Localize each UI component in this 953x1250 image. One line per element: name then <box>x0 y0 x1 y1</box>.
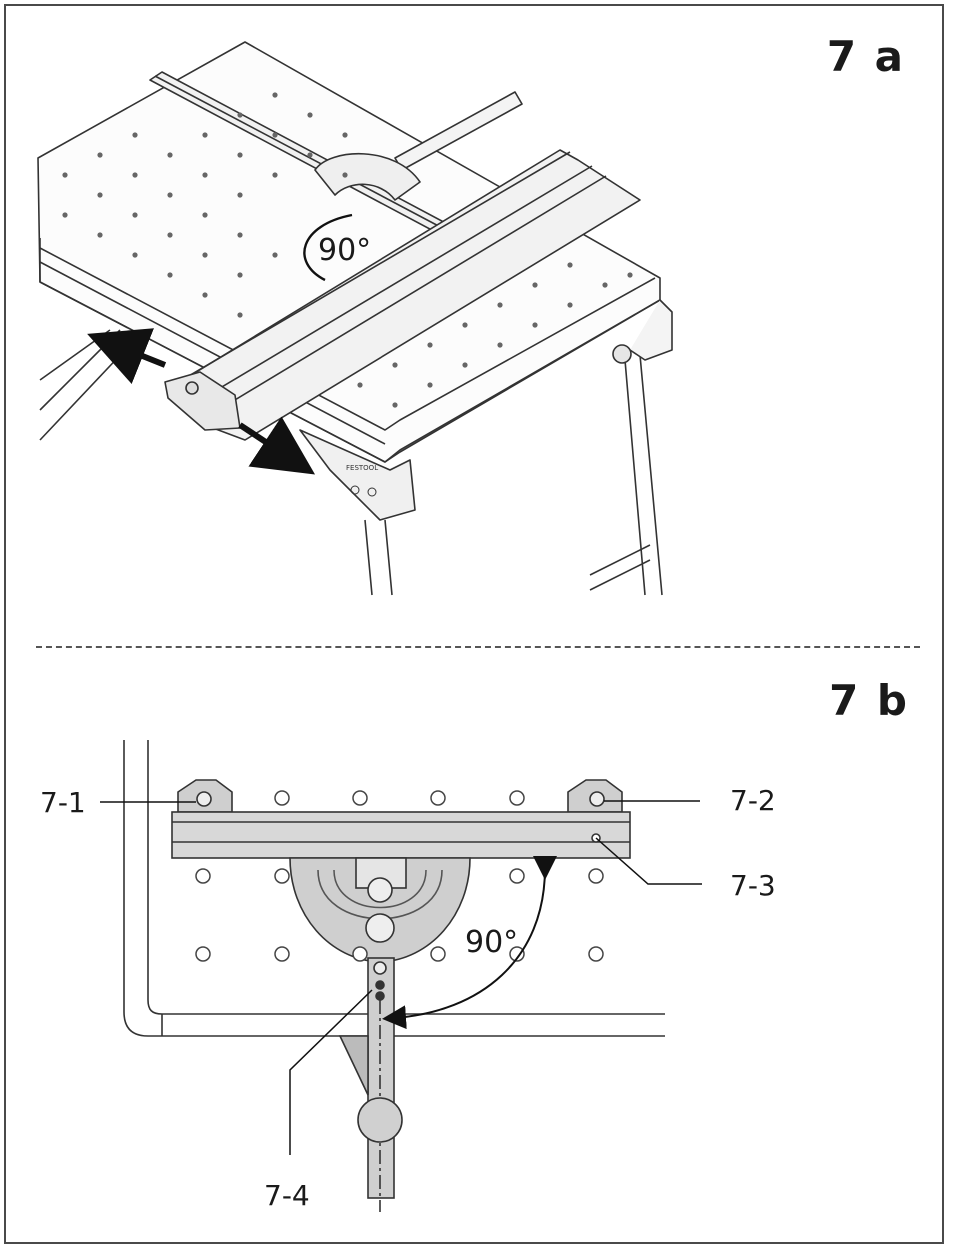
brand-plate: FESTOOL <box>346 464 378 497</box>
diagram-7a-perspective: 90° FESTOOL <box>37 41 673 596</box>
right-leg <box>364 354 663 596</box>
mitre-protractor <box>314 153 421 201</box>
front-bracket <box>299 429 416 521</box>
angle-label-7a: 90° <box>318 233 371 268</box>
angle-arc-7a <box>303 213 353 282</box>
svg-text:FESTOOL: FESTOOL <box>346 464 378 472</box>
table-front-edge <box>39 238 661 463</box>
left-leg <box>39 329 126 441</box>
panel-label-7b: 7 b <box>829 676 909 725</box>
mitre-bar <box>394 91 523 171</box>
move-arrow-right <box>238 416 316 475</box>
panel-label-7a: 7 a <box>826 32 905 81</box>
panel-divider <box>36 646 920 648</box>
worktop-holes <box>62 92 633 408</box>
move-arrow-left <box>87 328 167 384</box>
figure-frame <box>4 4 944 1244</box>
